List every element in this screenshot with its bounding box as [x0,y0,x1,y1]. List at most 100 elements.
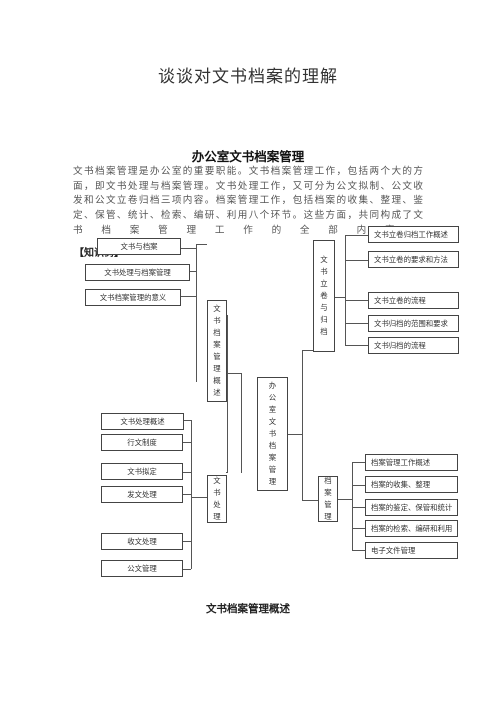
node-char: 档 [213,328,221,337]
connector-line [227,373,228,472]
tree-leaf-filing: 文书立卷的要求和方法 [368,251,459,268]
tree-leaf-archive: 档案的鉴定、保管和统计 [365,499,458,516]
node-char: 立 [320,279,328,288]
connector-line [302,350,313,351]
node-char: 述 [213,388,221,397]
connector-line [345,345,368,346]
tree-leaf-processing: 发文处理 [101,486,183,503]
connector-line [191,420,192,569]
paragraph-line: 面，即文书处理与档案管理。文书处理工作，又可分为公文拟制、公文收 [73,180,423,192]
connector-line [190,271,196,272]
connector-line [196,244,207,245]
paragraph-line: 发和公文立卷归档三项内容。档案管理工作，包括档案的收集、整理、鉴 [73,195,423,207]
node-char: 概 [213,376,221,385]
node-char: 理 [268,477,277,486]
tree-leaf-archive: 电子文件管理 [365,542,458,559]
connector-line [352,462,365,463]
node-char: 文 [320,255,328,264]
tree-leaf-archive: 档案管理工作概述 [365,454,458,471]
tree-leaf-overview: 文书档案管理的意义 [85,289,181,306]
node-char: 书 [213,316,221,325]
tree-leaf-filing: 文书立卷归档工作概述 [368,226,459,243]
node-char: 处 [213,500,221,509]
paragraph-line: 书档案管理工作的全部内容。 [73,224,423,236]
tree-leaf-archive: 档案的收集、整理 [365,476,458,493]
tree-node-processing: 文书处理 [207,475,227,523]
node-char: 室 [268,405,277,414]
connector-line [184,420,191,421]
connector-line [352,507,365,508]
node-char: 案 [324,488,332,497]
paragraph-line: 定、保管、统计、检索、编研、利用八个环节。这些方面，共同构成了文 [73,210,423,222]
connector-line [227,373,241,374]
node-char: 管 [268,465,277,474]
connector-line [335,297,345,298]
connector-line [352,550,365,551]
connector-line [181,296,196,297]
tree-node-archive: 档案管理 [318,476,338,522]
connector-line [183,442,191,443]
node-char: 管 [324,500,332,509]
intro-paragraph: 文书档案管理是办公室的重要职能。文书档案管理工作，包括两个大的方 面，即文书处理… [73,165,423,239]
connector-line [345,235,368,236]
connector-line [338,499,352,500]
connector-line [345,323,368,324]
node-char: 理 [213,512,221,521]
connector-line [302,500,318,501]
node-char: 办 [268,381,277,390]
connector-line [345,260,368,261]
bottom-title: 文书档案管理概述 [206,603,290,615]
node-char: 与 [320,303,328,312]
connector-line [302,350,303,500]
document-title: 谈谈对文书档案的理解 [158,67,338,87]
node-char: 书 [320,267,328,276]
connector-line [288,434,302,435]
tree-leaf-filing: 文书立卷的流程 [368,292,459,309]
node-char: 理 [213,364,221,373]
connector-line [183,494,191,495]
connector-line [183,472,191,473]
node-char: 文 [268,417,277,426]
connector-line [352,485,365,486]
connector-line [352,528,365,529]
node-char: 公 [268,393,277,402]
tree-leaf-overview: 文书处理与档案管理 [85,264,190,281]
tree-node-filing: 文书立卷与归档 [313,240,335,352]
connector-line [352,462,353,550]
node-char: 档 [268,441,277,450]
node-char: 案 [213,340,221,349]
tree-leaf-processing: 文书拟定 [101,463,183,480]
node-char: 理 [324,512,332,521]
tree-leaf-processing: 文书处理概述 [101,413,184,430]
tree-leaf-overview: 文书与档案 [97,238,181,255]
node-char: 卷 [320,291,328,300]
node-char: 归 [320,315,328,324]
tree-leaf-processing: 收文处理 [101,533,183,550]
connector-line [241,373,242,473]
node-char: 文 [213,304,221,313]
node-char: 文 [213,476,221,485]
connector-line [196,244,197,382]
connector-line [181,248,196,249]
node-char: 书 [268,429,277,438]
connector-line [183,541,191,542]
node-char: 案 [268,453,277,462]
tree-leaf-filing: 文书归档的范围和要求 [368,315,459,332]
tree-leaf-archive: 档案的检索、编研和利用 [365,520,458,537]
tree-leaf-filing: 文书归档的流程 [368,337,459,354]
node-char: 档 [324,476,332,485]
paragraph-line: 文书档案管理是办公室的重要职能。文书档案管理工作，包括两个大的方 [73,166,423,177]
section-title: 办公室文书档案管理 [191,149,305,164]
tree-leaf-processing: 行文制度 [101,434,183,451]
node-char: 书 [213,488,221,497]
connector-line [191,497,207,498]
tree-node-center: 办公室文书档案管理 [257,377,288,491]
node-char: 管 [213,352,221,361]
connector-line [226,472,228,473]
connector-line [345,235,346,346]
tree-node-overview: 文书档案管理概述 [207,300,227,402]
connector-line [183,569,191,570]
connector-line [227,315,228,373]
connector-line [345,300,368,301]
tree-leaf-processing: 公文管理 [101,560,183,577]
